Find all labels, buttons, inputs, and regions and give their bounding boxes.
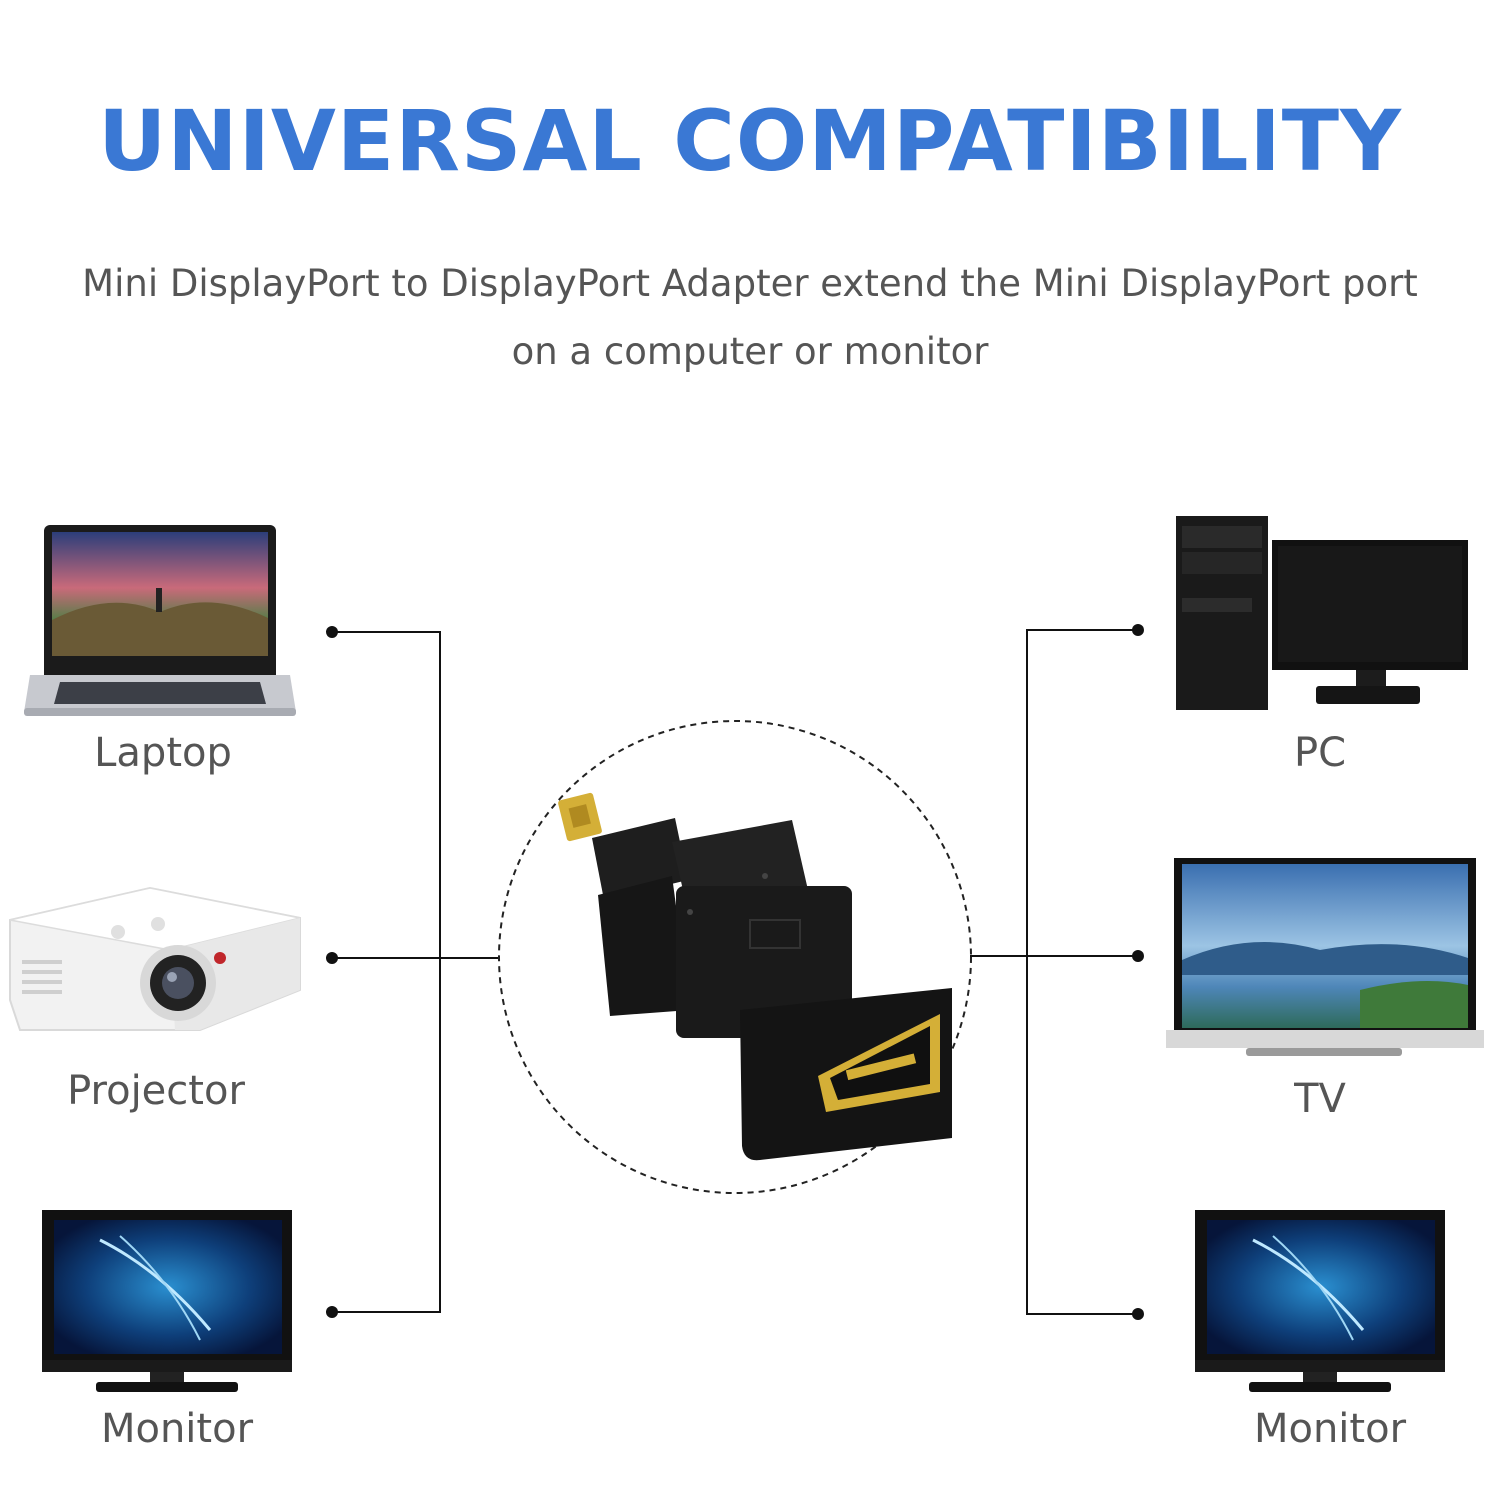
monitor-icon-right xyxy=(1195,1210,1445,1392)
monitor-icon xyxy=(42,1210,292,1392)
label-laptop: Laptop xyxy=(94,730,232,776)
displayport-adapter-icon xyxy=(558,792,952,1161)
connector-dot-monitor-left xyxy=(326,1306,338,1318)
connector-dot-laptop xyxy=(326,626,338,638)
label-pc: PC xyxy=(1293,730,1347,776)
connector-dot-monitor-right xyxy=(1132,1308,1144,1320)
right-connector-lines xyxy=(970,629,1138,1315)
page-title: UNIVERSAL COMPATIBILITY xyxy=(98,92,1402,190)
connector-dot-pc xyxy=(1132,624,1144,636)
laptop-icon xyxy=(24,525,296,716)
subtitle-line-2: on a computer or monitor xyxy=(511,330,989,373)
adapter-dashed-circle xyxy=(498,720,972,1194)
label-projector: Projector xyxy=(67,1068,245,1114)
projector-icon xyxy=(9,886,301,1031)
desktop-pc-icon xyxy=(1176,516,1468,710)
page-subtitle: Mini DisplayPort to DisplayPort Adapter … xyxy=(20,250,1480,386)
left-connector-lines xyxy=(332,631,500,1313)
label-monitor-left: Monitor xyxy=(100,1406,254,1452)
tv-icon xyxy=(1166,858,1484,1056)
connector-dot-projector xyxy=(326,952,338,964)
subtitle-line-1: Mini DisplayPort to DisplayPort Adapter … xyxy=(82,262,1418,305)
connector-dot-tv xyxy=(1132,950,1144,962)
label-monitor-right: Monitor xyxy=(1253,1406,1407,1452)
label-tv: TV xyxy=(1294,1076,1346,1122)
